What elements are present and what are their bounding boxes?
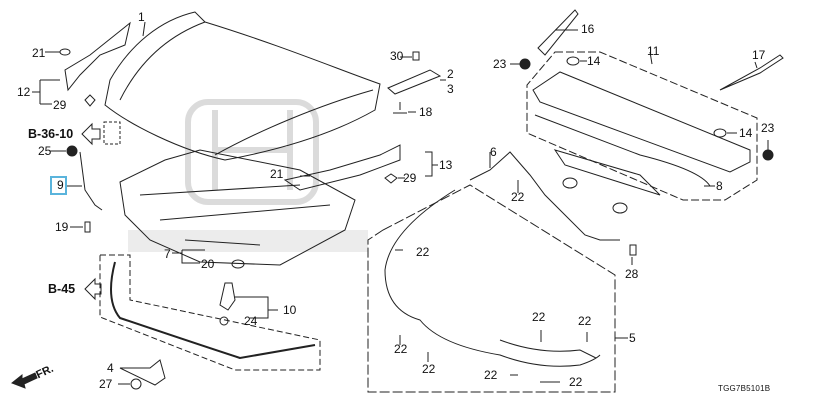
hood-seal-12	[64, 21, 131, 92]
callout-5: 5	[629, 331, 636, 345]
callout-19: 19	[55, 220, 69, 234]
callout-12: 12	[17, 85, 31, 99]
callout-22b: 22	[416, 245, 430, 259]
callout-24: 24	[244, 314, 258, 328]
honda-watermark	[185, 99, 319, 205]
callout-6: 6	[490, 145, 497, 159]
callout-9[interactable]: 9	[57, 178, 64, 192]
callout-22f: 22	[578, 314, 592, 328]
callout-23b: 23	[761, 121, 775, 135]
callout-17: 17	[752, 48, 766, 62]
callout-28: 28	[625, 267, 639, 281]
callout-20: 20	[201, 257, 215, 271]
callout-14b: 14	[739, 126, 753, 140]
callout-11: 11	[647, 44, 660, 58]
callout-21: 21	[32, 46, 46, 60]
callout-14: 14	[587, 54, 601, 68]
callout-10: 10	[283, 303, 297, 317]
reference-b-45[interactable]: B-45	[48, 282, 76, 296]
hood-insulator-7	[119, 149, 356, 266]
cowl-box-11	[526, 51, 758, 201]
callout-27: 27	[99, 377, 113, 391]
reference-b-36-10[interactable]: B-36-10	[28, 127, 74, 141]
callout-8: 8	[716, 179, 723, 193]
cable-box-5	[367, 184, 616, 393]
callout-29b: 29	[403, 171, 417, 185]
callout-7: 7	[164, 247, 171, 261]
callout-2: 2	[447, 67, 454, 81]
callout-23: 23	[493, 57, 507, 71]
callout-22c: 22	[394, 342, 408, 356]
callout-22e: 22	[532, 310, 546, 324]
callout-4: 4	[107, 361, 114, 375]
callout-1: 1	[138, 10, 145, 24]
callout-21b: 21	[270, 167, 284, 181]
callout-25: 25	[38, 144, 52, 158]
front-arrow	[11, 372, 38, 389]
highlight-box	[50, 176, 67, 195]
callout-22h: 22	[569, 375, 583, 389]
callout-22d: 22	[422, 362, 436, 376]
callout-3: 3	[447, 82, 454, 96]
honda-text-watermark	[128, 230, 368, 252]
callout-30: 30	[390, 49, 404, 63]
callout-16: 16	[581, 22, 595, 36]
callout-18: 18	[419, 105, 433, 119]
drawing-code: TGG7B5101B	[718, 384, 771, 393]
callout-22: 22	[511, 190, 525, 204]
callout-29: 29	[53, 98, 67, 112]
callout-13: 13	[439, 158, 453, 172]
hood-part-1	[104, 11, 381, 161]
callout-22g: 22	[484, 368, 498, 382]
